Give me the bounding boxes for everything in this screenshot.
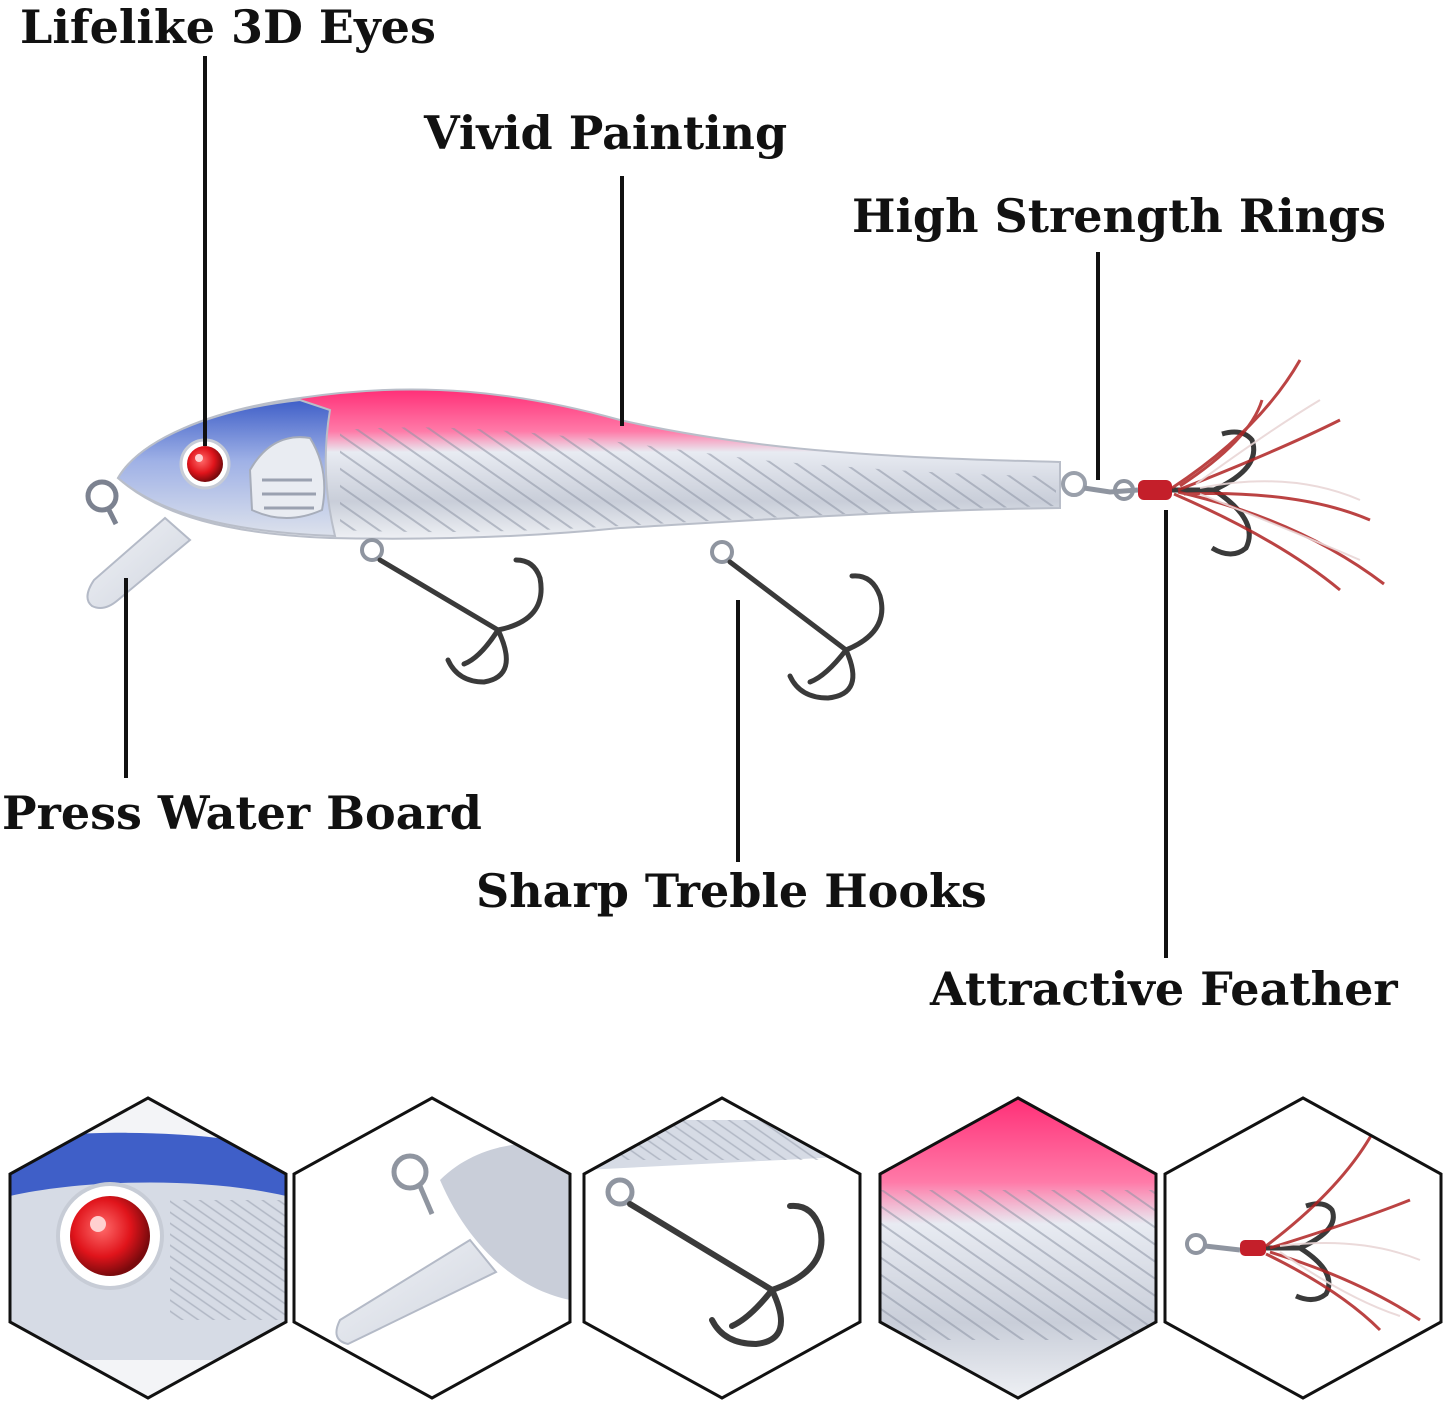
- lure-body: [116, 388, 1087, 540]
- lure-bill: [86, 516, 192, 609]
- callout-sharp-treble-hooks: Sharp Treble Hooks: [476, 864, 987, 918]
- rear-treble-hook: [710, 540, 885, 701]
- lure-eye: [179, 438, 231, 490]
- callout-attractive-feather: Attractive Feather: [930, 962, 1398, 1016]
- callout-press-water-board: Press Water Board: [2, 786, 482, 840]
- callout-high-strength-rings: High Strength Rings: [852, 189, 1387, 243]
- callout-vivid-painting: Vivid Painting: [424, 106, 788, 160]
- line-tie-ring: [85, 479, 119, 526]
- leader-lines: [124, 56, 1168, 958]
- callout-lifelike-3d-eyes: Lifelike 3D Eyes: [20, 0, 436, 54]
- detail-panel-eye: [8, 1096, 288, 1400]
- detail-panel-paint: [878, 1096, 1158, 1400]
- detail-panel-feather: [1163, 1096, 1443, 1400]
- detail-panel-hook: [582, 1096, 862, 1400]
- feathered-tail-hook: [1083, 359, 1385, 592]
- detail-panel-bill: [292, 1096, 572, 1400]
- front-treble-hook: [360, 538, 544, 685]
